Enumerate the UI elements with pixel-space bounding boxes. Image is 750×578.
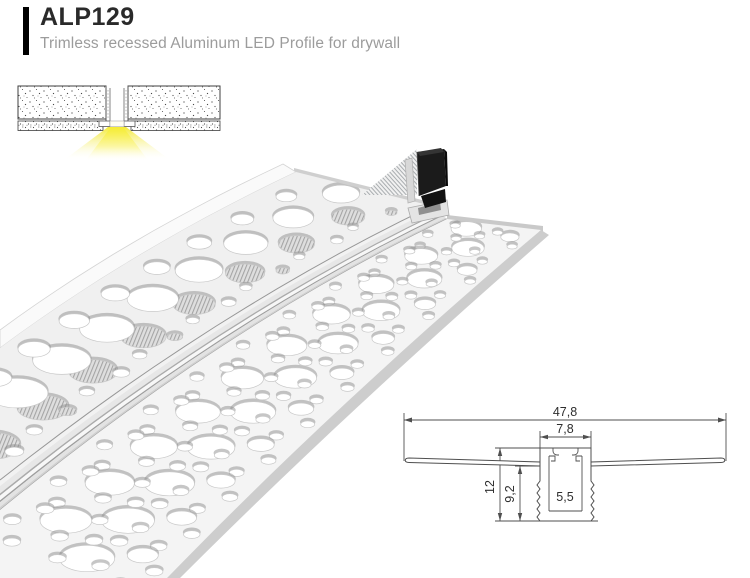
end-cap-side [444, 149, 448, 186]
dim-overall-width: 47,8 [553, 405, 577, 419]
dim-overall-height: 12 [483, 480, 497, 494]
right-wing [590, 457, 726, 467]
profile-cross-section [404, 447, 726, 522]
end-cap-front [417, 149, 446, 196]
end-cap-top [417, 148, 444, 156]
recessed-profile-section [98, 86, 136, 127]
end-cap-foot [421, 189, 446, 208]
dim-inner-width: 5,5 [556, 490, 573, 504]
perforated-profile-body [0, 163, 549, 578]
left-wing [404, 457, 541, 467]
end-cap-group [362, 148, 450, 224]
ribbed-fin-hatch [362, 149, 417, 195]
dim-channel-height: 9,2 [503, 485, 517, 502]
dim-opening-width: 7,8 [556, 422, 573, 436]
aluminum-end-sliver [404, 157, 416, 204]
title-accent-bar [23, 7, 29, 55]
installation-diagram [17, 85, 221, 160]
product-subtitle: Trimless recessed Aluminum LED Profile f… [40, 35, 401, 52]
dimension-drawing: 47,8 7,8 5,5 12 9,2 [403, 405, 727, 522]
channel-inner-lines [548, 448, 583, 512]
dimension-labels: 47,8 7,8 5,5 12 9,2 [483, 405, 577, 504]
channel-cut-slot [418, 202, 441, 215]
light-beam [64, 127, 170, 160]
product-title: ALP129 [40, 3, 135, 31]
channel-outline [536, 447, 595, 522]
